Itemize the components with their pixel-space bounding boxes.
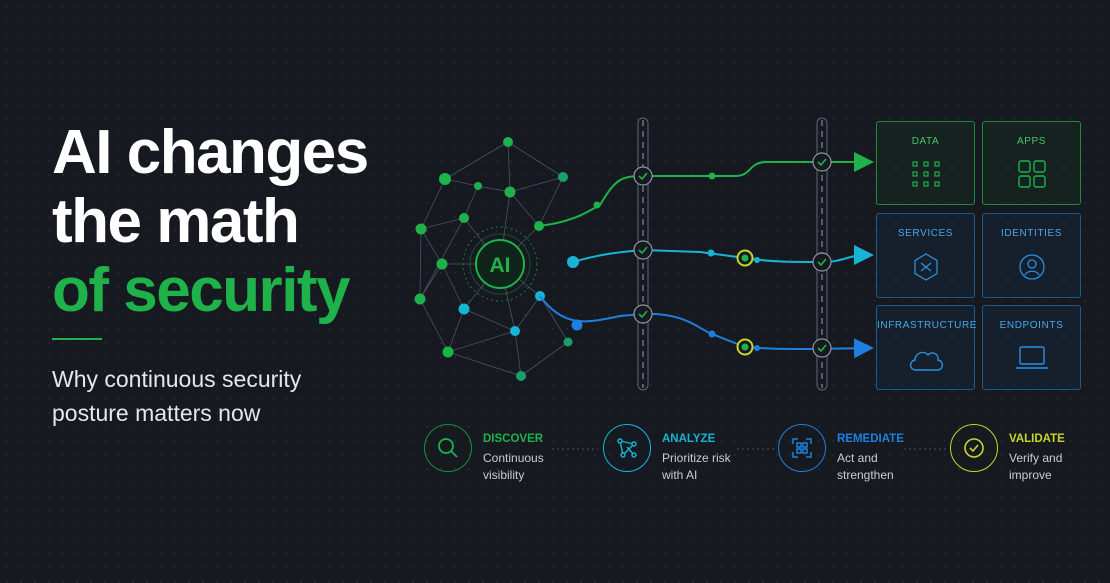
network-nodes bbox=[414, 137, 573, 381]
step-discover-desc: Continuous visibility bbox=[483, 450, 544, 484]
step-validate-desc-line-1: Verify and bbox=[1009, 451, 1063, 465]
data-grid-icon bbox=[911, 160, 941, 193]
headline-line-3: of security bbox=[52, 256, 351, 325]
step-discover-desc-line-1: Continuous bbox=[483, 451, 544, 465]
card-services: SERVICES bbox=[876, 213, 975, 298]
card-infrastructure: INFRASTRUCTURE bbox=[876, 305, 978, 390]
headline-line-2: the math bbox=[52, 187, 300, 256]
subtitle-line-1: Why continuous security bbox=[52, 366, 302, 392]
card-endpoints-label: ENDPOINTS bbox=[999, 320, 1064, 331]
laptop-icon bbox=[1014, 344, 1050, 377]
remediate-frame-icon bbox=[792, 438, 812, 458]
step-remediate-desc: Act and strengthen bbox=[837, 450, 894, 484]
accent-divider bbox=[52, 338, 102, 340]
ai-hub-label: AI bbox=[490, 254, 511, 277]
ai-hub: AI bbox=[462, 226, 538, 302]
step-analyze-ring bbox=[603, 424, 651, 472]
step-validate-title: VALIDATE bbox=[1009, 433, 1065, 445]
check-icon bbox=[964, 438, 984, 458]
flow-line-green bbox=[538, 152, 874, 227]
network-icon bbox=[617, 438, 637, 458]
flow-line-cyan bbox=[572, 245, 874, 266]
user-icon bbox=[1017, 252, 1047, 287]
headline: AI changes the math of security bbox=[52, 118, 369, 325]
card-endpoints: ENDPOINTS bbox=[982, 305, 1081, 390]
check-node-blue-1 bbox=[633, 304, 653, 324]
cloud-icon bbox=[906, 344, 946, 379]
step-remediate-desc-line-2: strengthen bbox=[837, 468, 894, 482]
services-hexagon-icon bbox=[911, 252, 941, 287]
step-analyze-desc-line-2: with AI bbox=[662, 468, 698, 482]
check-node-green-2 bbox=[812, 152, 832, 172]
card-data: DATA bbox=[876, 121, 975, 205]
flow-line-blue bbox=[539, 295, 874, 359]
subtitle-line-2: posture matters now bbox=[52, 400, 261, 426]
search-icon bbox=[438, 438, 458, 458]
card-data-label: DATA bbox=[911, 136, 940, 147]
step-discover-ring bbox=[424, 424, 472, 472]
step-analyze-desc: Prioritize risk with AI bbox=[662, 450, 731, 484]
check-node-cyan-2 bbox=[812, 252, 832, 272]
check-node-cyan-1 bbox=[633, 240, 653, 260]
card-services-label: SERVICES bbox=[897, 228, 954, 239]
step-discover-desc-line-2: visibility bbox=[483, 468, 525, 482]
step-remediate-ring bbox=[778, 424, 826, 472]
step-validate-desc-line-2: improve bbox=[1009, 468, 1052, 482]
step-analyze-desc-line-1: Prioritize risk bbox=[662, 451, 731, 465]
headline-line-1: AI changes bbox=[52, 118, 369, 187]
neural-network-graph bbox=[419, 141, 569, 377]
alert-node-2 bbox=[736, 338, 754, 356]
card-identities: IDENTITIES bbox=[982, 213, 1081, 298]
alert-node-1 bbox=[736, 249, 754, 267]
apps-icon bbox=[1017, 160, 1047, 193]
card-apps-label: APPS bbox=[1016, 136, 1047, 147]
card-identities-label: IDENTITIES bbox=[1000, 228, 1062, 239]
subtitle: Why continuous security posture matters … bbox=[52, 362, 372, 430]
step-remediate-title: REMEDIATE bbox=[837, 433, 904, 445]
step-discover-title: DISCOVER bbox=[483, 433, 544, 445]
card-apps: APPS bbox=[982, 121, 1081, 205]
step-analyze-title: ANALYZE bbox=[662, 433, 716, 445]
card-infrastructure-label: INFRASTRUCTURE bbox=[877, 320, 978, 331]
step-remediate-desc-line-1: Act and bbox=[837, 451, 878, 465]
step-validate-ring bbox=[950, 424, 998, 472]
check-node-blue-2 bbox=[812, 338, 832, 358]
step-validate-desc: Verify and improve bbox=[1009, 450, 1062, 484]
check-node-green-1 bbox=[633, 166, 653, 186]
